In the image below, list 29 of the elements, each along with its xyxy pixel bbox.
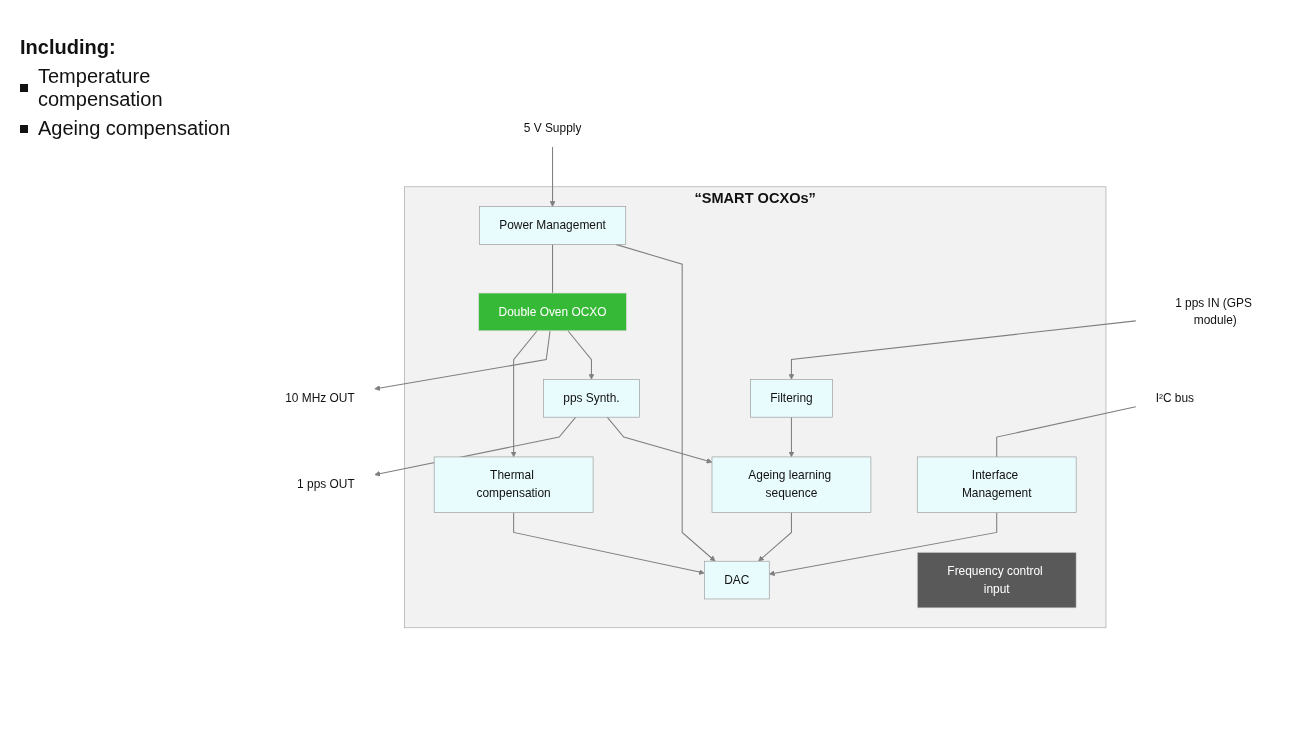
- arrow: [788, 320, 1137, 381]
- arrow: [769, 512, 998, 577]
- node-box: pps Synth.: [543, 379, 640, 418]
- node-box: Power Management: [479, 206, 627, 246]
- node-box: Double Oven OCXO: [478, 293, 627, 332]
- arrow: [549, 147, 556, 208]
- node-text: I²C bus: [1155, 391, 1195, 406]
- node-text: 10 MHz OUT: [285, 391, 355, 406]
- heading-label: Including:: [20, 36, 117, 59]
- arrow: [567, 330, 595, 381]
- node-text: 1 pps IN (GPS module): [1175, 296, 1252, 328]
- node-box: Interface Management: [916, 457, 1077, 514]
- connector: [996, 406, 1137, 458]
- arrow: [758, 512, 792, 562]
- node-box: DAC: [704, 561, 770, 600]
- arrow: [374, 330, 551, 392]
- node-box: Filtering: [750, 379, 833, 418]
- node-text: 1 pps OUT: [297, 478, 355, 492]
- node-box: Thermal compensation: [433, 457, 594, 514]
- bullet-item: Ageing compensation: [38, 117, 231, 140]
- node-box: Frequency control input: [916, 552, 1077, 609]
- bullet-item: Temperature compensation: [38, 65, 164, 111]
- node-text: 5 V Supply: [523, 121, 582, 135]
- connector: [552, 244, 554, 295]
- node-box: Ageing learning sequence: [711, 457, 872, 514]
- arrow: [606, 417, 713, 464]
- arrow: [788, 417, 795, 458]
- arrow: [513, 512, 705, 576]
- arrow: [510, 330, 538, 458]
